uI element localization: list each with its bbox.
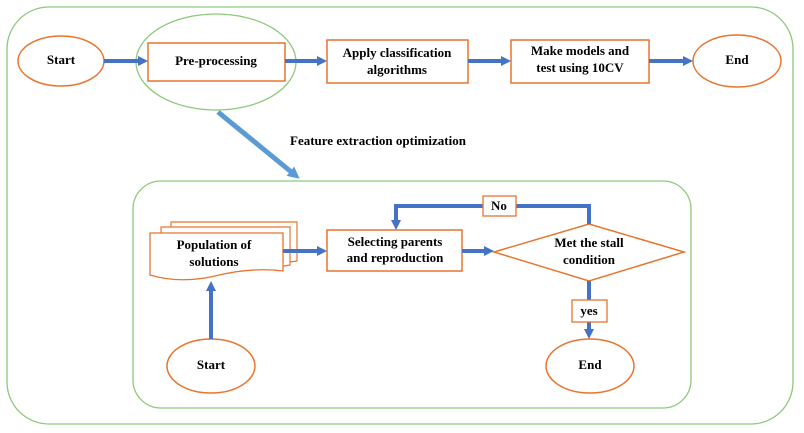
start-label-top: Start: [47, 52, 76, 67]
feature-optimization-label: Feature extraction optimization: [290, 133, 467, 148]
classification-label-line2: algorithms: [367, 62, 427, 77]
stall-label-line1: Met the stall: [554, 235, 624, 250]
inner-container: [132, 180, 692, 409]
end-oval-top: [692, 34, 782, 88]
models-box: [510, 39, 650, 84]
end-label-top: End: [725, 52, 749, 67]
yes-label: yes: [580, 303, 597, 318]
classification-label-line1: Apply classification: [343, 45, 452, 60]
population-label-line1: Population of: [177, 237, 252, 252]
yes-label-box: [571, 299, 608, 323]
selecting-box: [326, 229, 463, 272]
no-label: No: [491, 198, 507, 213]
end-label-inner: End: [578, 357, 602, 372]
models-label-line1: Make models and: [531, 43, 630, 58]
selecting-label-line2: and reproduction: [347, 250, 444, 265]
models-label-line2: test using 10CV: [536, 60, 624, 75]
preprocessing-box: [147, 42, 286, 82]
no-label-box: [482, 195, 517, 217]
population-document-stack: [149, 221, 298, 281]
start-label-inner: Start: [197, 357, 226, 372]
population-label-line2: solutions: [189, 254, 238, 269]
outer-container: [6, 6, 794, 425]
preprocessing-label: Pre-processing: [175, 53, 257, 68]
selecting-label-line1: Selecting parents: [348, 234, 443, 249]
end-oval-inner: [545, 338, 635, 394]
stall-label-line2: condition: [563, 252, 616, 267]
arrow-to-feature-optimization: [216, 110, 300, 179]
